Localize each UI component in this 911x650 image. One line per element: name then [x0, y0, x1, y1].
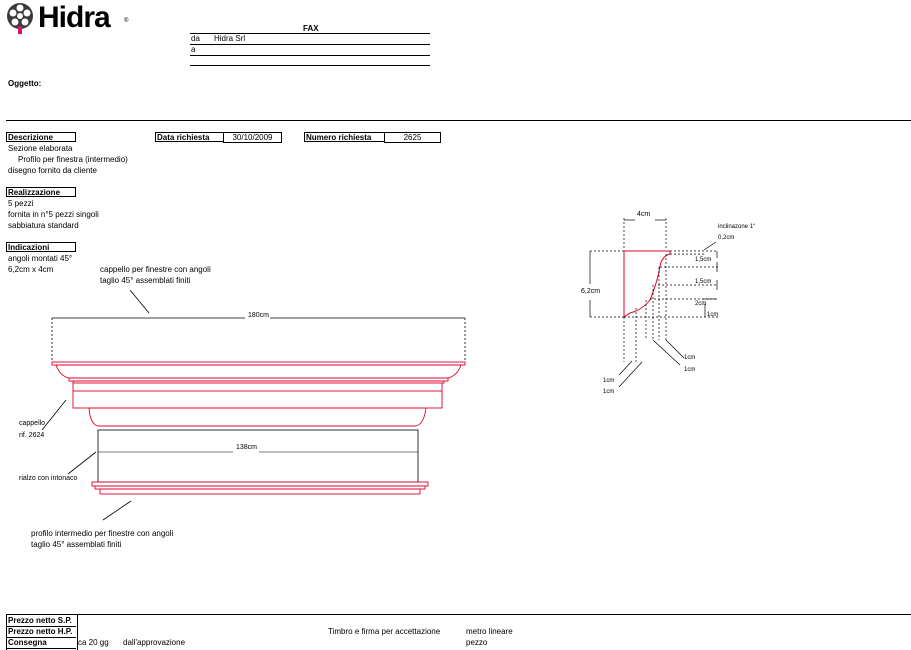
fax-line-2	[190, 44, 430, 45]
cornice-band-2	[68, 377, 449, 382]
indicazioni-line-2: 6,2cm x 4cm	[8, 265, 54, 274]
logo-text: Hidra	[38, 1, 111, 34]
a-label: a	[191, 45, 196, 54]
consegna-note: dall'approvazione	[123, 638, 186, 647]
cappello-note-1: cappello per finestre con angoli	[100, 265, 211, 274]
oggetto-label: Oggetto:	[8, 79, 42, 88]
realizzazione-label: Realizzazione	[6, 187, 76, 197]
footer-rule	[6, 614, 911, 615]
cappello-label-2: rif. 2624	[19, 432, 45, 439]
cappello-label-1: cappello	[19, 420, 46, 427]
logo: Hidra ®	[6, 2, 136, 36]
section-profile	[623, 250, 671, 318]
hidra-logo-icon	[7, 3, 33, 34]
section-dim-1-b3: 1cm	[603, 378, 615, 384]
fax-title: FAX	[303, 24, 319, 33]
realizzazione-line-1: 5 pezzi	[8, 199, 34, 208]
da-value: Hidra Srl	[214, 34, 246, 43]
profilo-mid	[94, 485, 426, 490]
logo-registered: ®	[124, 18, 129, 24]
unit-consegna: pezzo	[466, 638, 488, 647]
numero-richiesta-label: Numero richiesta	[304, 132, 385, 142]
cornice-bottom-cove	[88, 407, 427, 427]
cornice-fascia	[72, 390, 443, 409]
numero-richiesta-value: 2625	[384, 132, 441, 143]
section-dim-1-b2: 1cm	[684, 367, 696, 373]
footer-row-2	[6, 637, 76, 638]
descrizione-line-1: Sezione elaborata	[8, 144, 73, 153]
section-dim-15a: 1,5cm	[695, 257, 712, 263]
section-dim-1-b1: 1cm	[684, 355, 696, 361]
cornice-profile	[55, 364, 462, 379]
section-dim-width: 4cm	[637, 211, 651, 218]
section-dim-2: 2cm	[695, 301, 707, 307]
prezzo-hp-label: Prezzo netto H.P.	[8, 627, 73, 636]
fax-line-1	[190, 33, 430, 34]
cornice-band-3	[72, 380, 445, 384]
prezzo-sp-label: Prezzo netto S.P.	[8, 616, 72, 625]
descrizione-line-3: disegno fornito da cliente	[8, 166, 97, 175]
indicazioni-label: Indicazioni	[6, 242, 76, 252]
dim-138-label: 138cm	[236, 444, 258, 451]
profilo-bottom	[99, 488, 421, 495]
elevation-drawing	[41, 290, 466, 521]
fax-line-4	[190, 65, 430, 66]
consegna-value: ca 20 gg	[78, 638, 109, 647]
rialzo-box	[97, 429, 419, 483]
section-inclinazione-2: 0,2cm	[718, 235, 735, 241]
profilo-top	[91, 481, 429, 487]
section-dim-15b: 1,5cm	[695, 279, 712, 285]
realizzazione-line-2: fornita in n°5 pezzi singoli	[8, 210, 99, 219]
data-richiesta-label: Data richiesta	[155, 132, 224, 142]
section-inclinazione-1: inclinazone 1°	[718, 224, 756, 230]
section-dim-height: 6,2cm	[581, 288, 601, 295]
rialzo-leader	[67, 451, 97, 475]
cornice-top-band	[51, 361, 466, 366]
data-richiesta-value: 30/10/2009	[223, 132, 282, 143]
realizzazione-line-3: sabbiatura standard	[8, 221, 79, 230]
cappello-leader	[41, 399, 67, 431]
rialzo-label: rialzo con intonaco	[19, 475, 78, 482]
section-dim-1-b4: 1cm	[603, 389, 615, 395]
da-label: da	[191, 34, 200, 43]
section-drawing	[589, 218, 718, 388]
profilo-note-2: taglio 45° assemblati finiti	[31, 540, 122, 549]
footer-row-3	[6, 648, 76, 649]
descrizione-label: Descrizione	[6, 132, 76, 142]
profilo-leader	[102, 500, 132, 521]
cappello-note-leader	[129, 290, 150, 314]
footer-table	[6, 615, 78, 650]
unit-hp: metro lineare	[466, 627, 513, 636]
footer-row-1	[6, 626, 76, 627]
oggetto-rule	[6, 120, 911, 121]
cappello-note-2: taglio 45° assemblati finiti	[100, 276, 191, 285]
fax-line-3	[190, 55, 430, 56]
profilo-note-1: profilo intermedio per finestre con ango…	[31, 529, 174, 538]
dim-180-label: 180cm	[248, 312, 270, 319]
consegna-label: Consegna	[8, 638, 47, 647]
indicazioni-line-1: angoli montati 45°	[8, 254, 73, 263]
descrizione-line-2: Profilo per finestra (intermedio)	[18, 155, 128, 164]
timbro-label: Timbro e firma per accettazione	[328, 627, 441, 636]
section-dim-1-right: 1cm	[707, 312, 719, 318]
